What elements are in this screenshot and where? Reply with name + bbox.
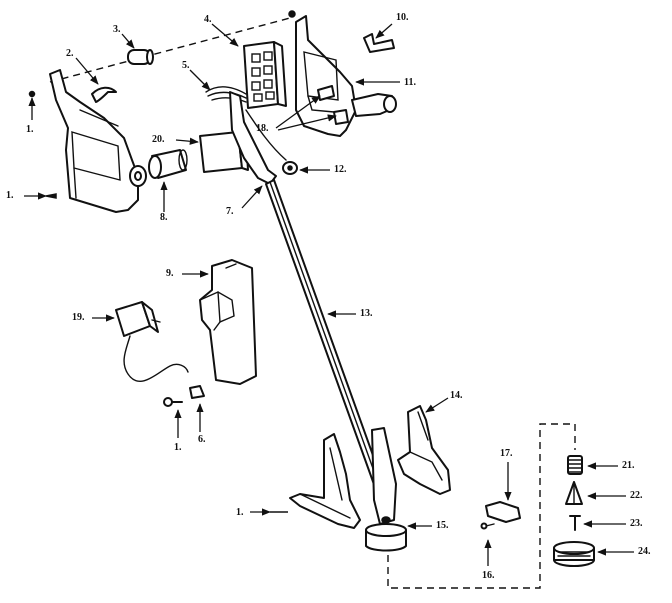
callout-18: 18. xyxy=(256,123,269,134)
cylinder-part-3 xyxy=(127,49,154,65)
clip-part-2 xyxy=(91,86,117,103)
spool-part-15 xyxy=(365,516,407,552)
screw-part-1c xyxy=(163,397,183,407)
screw-part-1b xyxy=(45,193,57,199)
cylinder-part-8 xyxy=(148,149,188,179)
screw-part-1a xyxy=(28,90,36,98)
screw-part-16 xyxy=(480,522,495,530)
guard-part-14 xyxy=(397,405,451,495)
callout-14: 14. xyxy=(450,390,463,401)
spring-part-21 xyxy=(567,455,583,475)
callout-22: 22. xyxy=(630,490,643,501)
leader-3 xyxy=(121,33,135,49)
callout-15: 15. xyxy=(436,520,449,531)
callout-24: 24. xyxy=(638,546,651,557)
callout-20: 20. xyxy=(152,134,165,145)
leader-5 xyxy=(189,69,211,91)
knob-part-12 xyxy=(282,161,298,175)
housing-bracket-part-11 xyxy=(288,10,397,137)
left-housing-half xyxy=(49,69,147,213)
callout-19: 19. xyxy=(72,312,85,323)
clip-part-6 xyxy=(189,385,205,399)
handle-part-7 xyxy=(229,91,287,185)
callout-21: 21. xyxy=(622,460,635,471)
motor-head xyxy=(371,427,397,525)
assembly-dashed-bracket xyxy=(387,423,576,589)
terminal-block-part-4 xyxy=(243,41,287,109)
callout-6: 6. xyxy=(198,434,206,445)
callout-1c: 1. xyxy=(174,442,182,453)
small-bracket-part-10 xyxy=(363,33,395,53)
leader-10 xyxy=(375,23,393,39)
leader-14 xyxy=(425,397,449,413)
leader-18b xyxy=(277,114,337,131)
leader-18a xyxy=(275,95,321,129)
callout-9: 9. xyxy=(166,268,174,279)
callout-8: 8. xyxy=(160,212,168,223)
callout-1b: 1. xyxy=(6,190,14,201)
spool-cap-part-24 xyxy=(553,541,595,567)
callout-1a: 1. xyxy=(26,124,34,135)
leader-2 xyxy=(75,57,99,85)
battery-pack-part-9 xyxy=(199,259,257,385)
callout-11: 11. xyxy=(404,77,416,88)
callout-5: 5. xyxy=(182,60,190,71)
callout-4: 4. xyxy=(204,14,212,25)
leader-20 xyxy=(175,137,199,145)
callout-12: 12. xyxy=(334,164,347,175)
callout-23: 23. xyxy=(630,518,643,529)
callout-7: 7. xyxy=(226,206,234,217)
cone-part-22 xyxy=(565,481,583,505)
callout-17: 17. xyxy=(500,448,513,459)
blade-bracket-part-17 xyxy=(485,501,521,523)
leader-4 xyxy=(211,23,239,47)
callout-16: 16. xyxy=(482,570,495,581)
pin-part-23 xyxy=(569,515,581,531)
leader-arrows xyxy=(24,23,634,566)
base-guard-left xyxy=(289,433,361,529)
callout-10: 10. xyxy=(396,12,409,23)
charger-part-19 xyxy=(115,301,189,382)
leader-7 xyxy=(241,185,263,209)
callout-2: 2. xyxy=(66,48,74,59)
assembly-dashed-line-top xyxy=(49,17,291,83)
callout-3: 3. xyxy=(113,24,121,35)
callout-1d: 1. xyxy=(236,507,244,518)
callout-13: 13. xyxy=(360,308,373,319)
